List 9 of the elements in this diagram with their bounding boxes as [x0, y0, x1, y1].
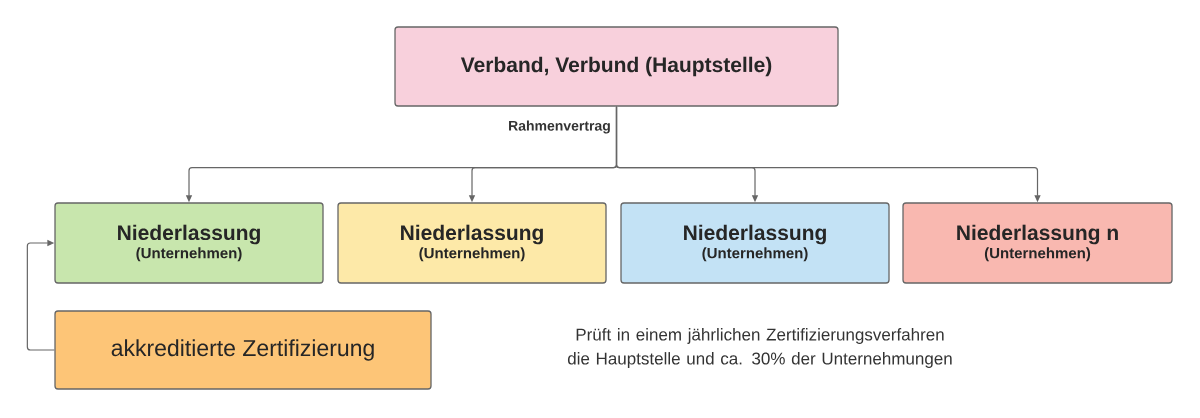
process-box: akkreditierte Zertifizierung [54, 310, 432, 390]
arrow [26, 239, 55, 351]
process-box: Niederlassung (Unternehmen) [54, 202, 324, 284]
headquarters-box: Verband, Verbund (Hauptstelle) [394, 26, 839, 107]
note-text: Prüft in einem jährlichen Zertifizierungsverfahren die Hauptstelle und ca. 30% der Unternehmungen [567, 328, 952, 368]
edge-label: Rahmenvertrag [507, 119, 612, 135]
process-box: Niederlassung (Unternehmen) [620, 202, 890, 284]
process-box: Niederlassung (Unternehmen) [337, 202, 607, 284]
process-box: Niederlassung n (Unternehmen) [902, 202, 1173, 284]
